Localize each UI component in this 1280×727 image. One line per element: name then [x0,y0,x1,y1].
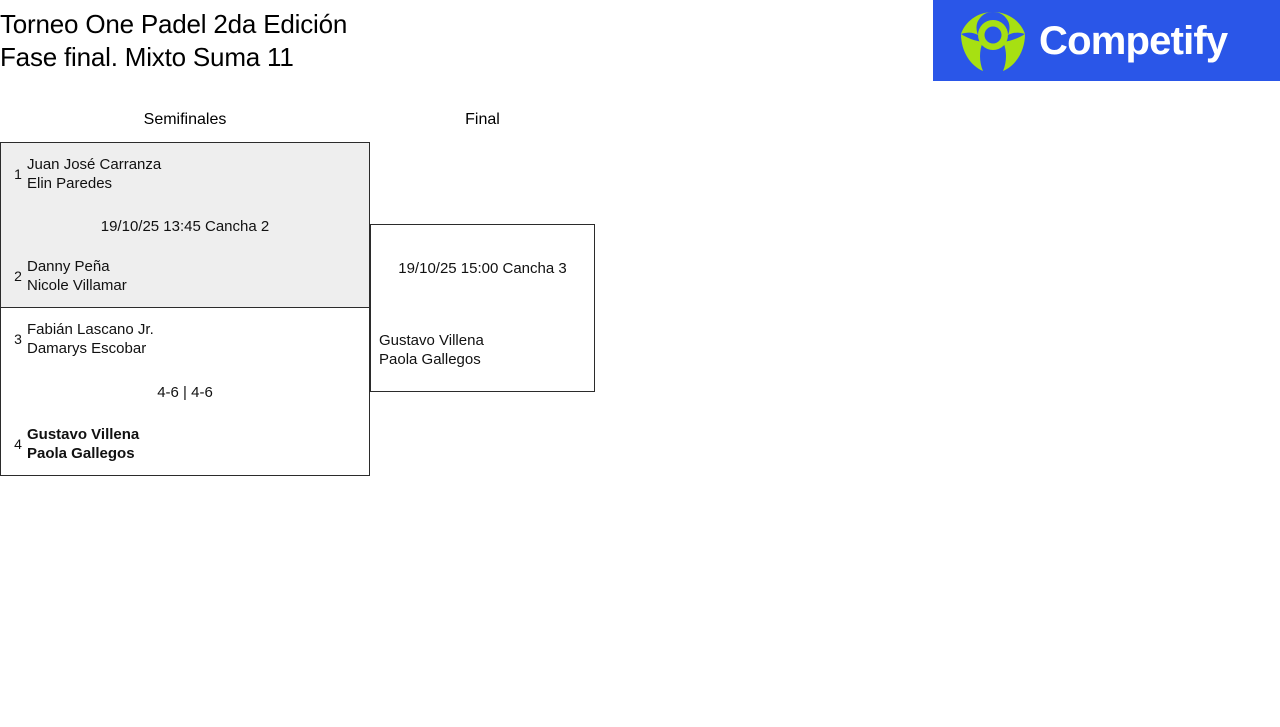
player-name-2: Elin Paredes [27,175,113,192]
player-name-2: Damarys Escobar [27,340,147,357]
match-schedule: 19/10/25 13:45 Cancha 2 [100,218,270,235]
team-name: Fabián Lascano Jr. Damarys Escobar [27,320,369,358]
match-slot-bottom[interactable]: 4 Gustavo Villena Paola Gallegos [1,413,369,475]
match-slot-bottom[interactable]: 2 Danny Peña Nicole Villamar [1,245,369,307]
match-semifinal-1[interactable]: 1 Juan José Carranza Elin Paredes 19/10/… [0,142,370,308]
match-slot-top[interactable]: 1 Juan José Carranza Elin Paredes [1,143,369,205]
match-score: 4-6 | 4-6 [157,384,213,401]
competify-wordmark: Competify [1039,18,1228,63]
competify-person-circle-icon [961,11,1025,71]
match-semifinal-2[interactable]: 3 Fabián Lascano Jr. Damarys Escobar 4-6… [0,308,370,476]
team-name: Juan José Carranza Elin Paredes [27,155,369,193]
seed-number: 1 [14,166,22,182]
team-name: Gustavo Villena Paola Gallegos [379,331,590,369]
round-header-semifinales: Semifinales [143,111,227,128]
seed-number: 3 [14,331,22,347]
seed-number: 2 [14,268,22,284]
player-name-1: Juan José Carranza [27,156,162,173]
seed-number: 4 [14,436,22,452]
player-name-2: Paola Gallegos [27,445,135,462]
competify-logo: Competify [933,0,1280,81]
match-slot-bottom[interactable]: Gustavo Villena Paola Gallegos [379,331,590,373]
match-slot-top[interactable]: 3 Fabián Lascano Jr. Damarys Escobar [1,308,369,370]
page-title: Torneo One Padel 2da Edición Fase final.… [0,8,900,74]
player-name-2: Nicole Villamar [27,277,127,294]
match-final[interactable]: 19/10/25 15:00 Cancha 3 Gustavo Villena … [370,224,595,392]
team-name: Danny Peña Nicole Villamar [27,257,369,295]
player-name-1: Danny Peña [27,258,110,275]
tournament-phase: Fase final. Mixto Suma 11 [0,42,294,72]
player-name-1: Gustavo Villena [27,426,140,443]
player-name-2: Paola Gallegos [379,351,481,368]
match-schedule: 19/10/25 15:00 Cancha 3 [398,260,567,277]
round-header-final: Final [465,111,500,128]
player-name-1: Fabián Lascano Jr. [27,321,154,338]
team-name-winner: Gustavo Villena Paola Gallegos [27,425,369,463]
tournament-name: Torneo One Padel 2da Edición [0,9,348,39]
player-name-1: Gustavo Villena [379,332,484,349]
